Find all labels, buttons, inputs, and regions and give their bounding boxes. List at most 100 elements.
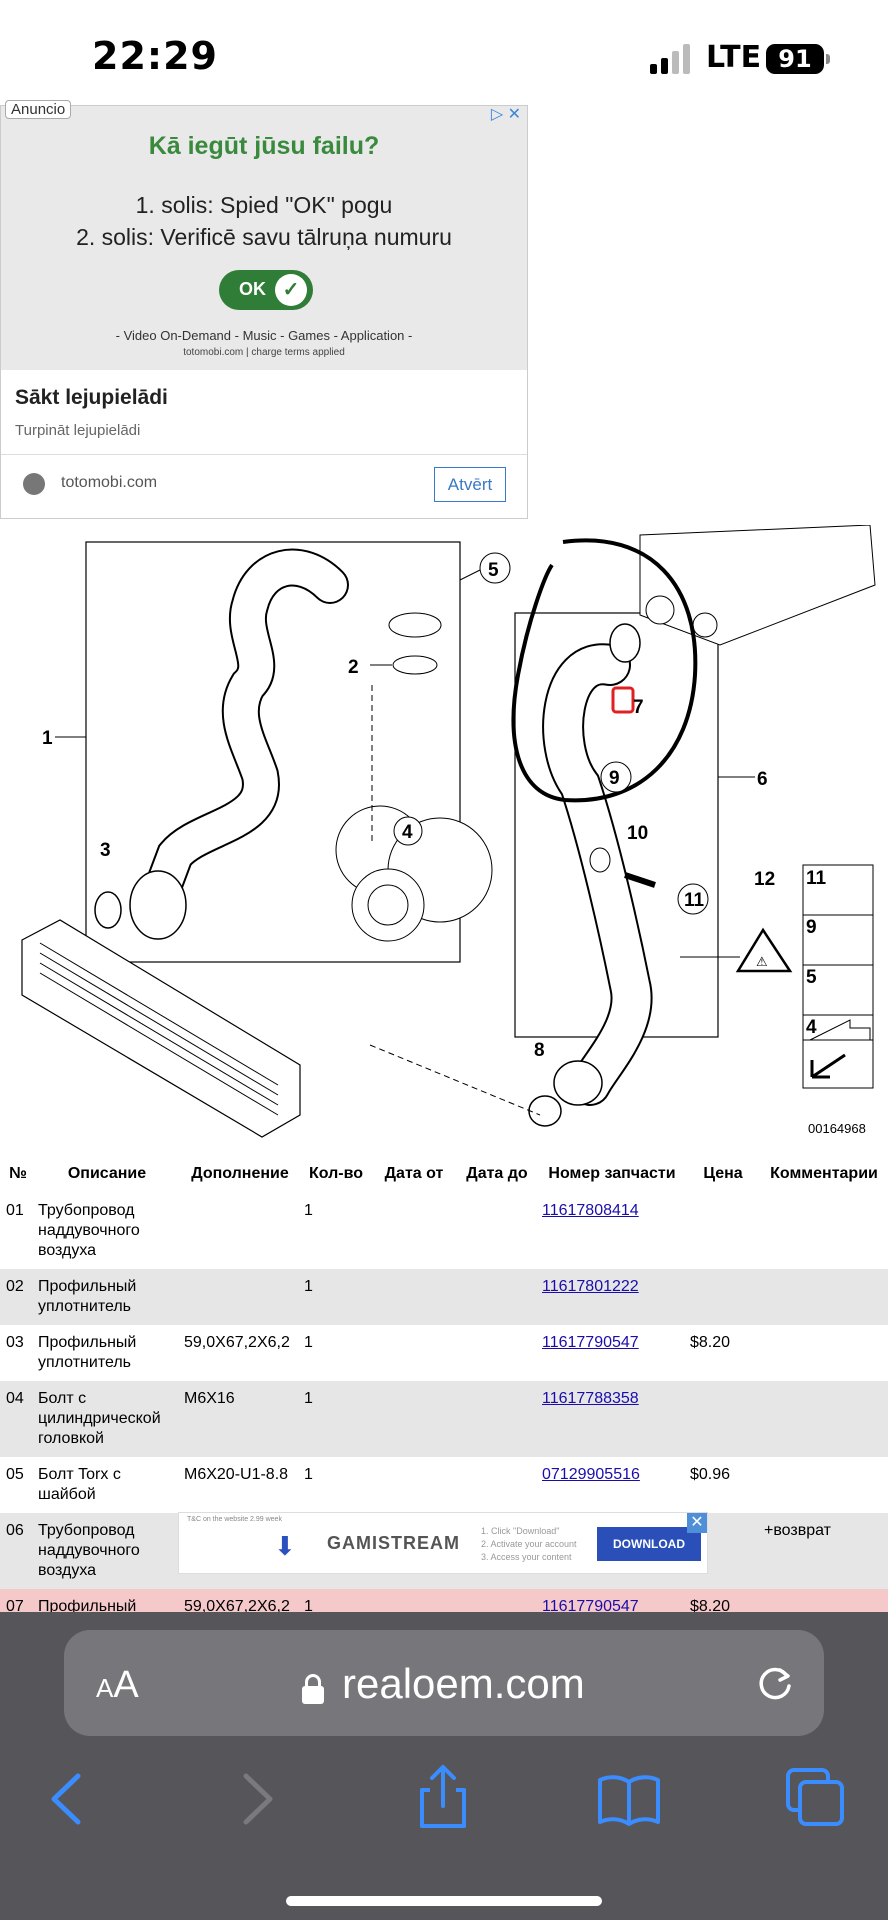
inline-ad-steps: 1. Click "Download" 2. Activate your acc… bbox=[481, 1525, 577, 1564]
cell-description: Болт Torx с шайбой bbox=[34, 1457, 180, 1513]
col-part-number: Номер запчасти bbox=[548, 1165, 676, 1182]
cell-addition bbox=[180, 1269, 300, 1325]
part-number-link[interactable]: 11617788358 bbox=[542, 1390, 639, 1407]
cell-date-from bbox=[372, 1269, 456, 1325]
legend-label-9: 9 bbox=[806, 917, 817, 938]
cell-description: Болт с цилиндрической головкой bbox=[34, 1381, 180, 1457]
lock-icon bbox=[302, 1674, 324, 1704]
part-number-link[interactable]: 11617801222 bbox=[542, 1278, 639, 1295]
ad-step-2: 2. solis: Verificē savu tālruņa numuru bbox=[76, 224, 452, 250]
status-bar: 22:29 LTE 91 bbox=[0, 0, 888, 110]
part-number-link[interactable]: 11617790547 bbox=[542, 1598, 639, 1615]
col-addition: Дополнение bbox=[191, 1165, 289, 1182]
back-icon[interactable] bbox=[30, 1762, 100, 1832]
cell-date-to bbox=[456, 1193, 538, 1269]
diagram-label-11: 11 bbox=[684, 890, 705, 911]
cell-comment bbox=[760, 1325, 888, 1381]
address-bar[interactable]: AA realoem.com bbox=[64, 1630, 824, 1736]
cell-price bbox=[686, 1381, 760, 1457]
cell-addition: M6X20-U1-8.8 bbox=[180, 1457, 300, 1513]
cell-description: Трубопровод наддувочного воздуха bbox=[34, 1513, 180, 1589]
diagram-label-9: 9 bbox=[609, 768, 620, 789]
cell-addition bbox=[180, 1193, 300, 1269]
warning-icon: ⚠ bbox=[756, 954, 768, 969]
inline-ad-step: 1. Click "Download" bbox=[481, 1526, 560, 1536]
table-row: 05 Болт Torx с шайбой M6X20-U1-8.8 1 071… bbox=[0, 1457, 888, 1513]
cell-date-from bbox=[372, 1381, 456, 1457]
bookmarks-icon[interactable] bbox=[594, 1762, 664, 1832]
part-number-link[interactable]: 07129905516 bbox=[542, 1466, 640, 1483]
cell-date-from bbox=[372, 1193, 456, 1269]
cell-comment bbox=[760, 1381, 888, 1457]
table-header-row: № Описание Дополнение Кол-во Дата от Дат… bbox=[0, 1155, 888, 1193]
ad-banner[interactable]: Anuncio ▷ ✕ Kā iegūt jūsu failu? 1. soli… bbox=[0, 100, 528, 519]
battery-tip bbox=[826, 54, 830, 64]
cell-no: 04 bbox=[0, 1381, 34, 1457]
ad-services: - Video On-Demand - Music - Games - Appl… bbox=[115, 328, 413, 343]
diagram-label-5: 5 bbox=[488, 560, 499, 581]
ad-creative[interactable]: Anuncio ▷ ✕ Kā iegūt jūsu failu? 1. soli… bbox=[1, 100, 527, 370]
cell-quantity: 1 bbox=[300, 1381, 372, 1457]
share-icon[interactable] bbox=[408, 1762, 478, 1832]
table-row: 04 Болт с цилиндрической головкой M6X16 … bbox=[0, 1381, 888, 1457]
col-comments: Комментарии bbox=[770, 1165, 878, 1182]
cell-part-number: 11617788358 bbox=[538, 1381, 686, 1457]
check-icon: ✓ bbox=[275, 274, 307, 306]
cell-date-from bbox=[372, 1325, 456, 1381]
cell-no: 05 bbox=[0, 1457, 34, 1513]
cell-no: 02 bbox=[0, 1269, 34, 1325]
diagram-label-12: 12 bbox=[754, 869, 775, 890]
diagram-label-6: 6 bbox=[757, 769, 768, 790]
ad-cta-title[interactable]: Sākt lejupielādi bbox=[15, 386, 168, 409]
cell-comment bbox=[760, 1193, 888, 1269]
ad-close-icon[interactable]: ▷ ✕ bbox=[490, 106, 521, 123]
parts-diagram[interactable]: ⚠ 1 2 3 4 5 6 7 8 9 10 11 1 bbox=[0, 525, 888, 1145]
cell-part-number: 11617808414 bbox=[538, 1193, 686, 1269]
cell-comment bbox=[760, 1457, 888, 1513]
cell-addition: 59,0X67,2X6,2 bbox=[180, 1325, 300, 1381]
divider bbox=[1, 454, 527, 455]
forward-icon[interactable] bbox=[222, 1762, 292, 1832]
legend-label-11: 11 bbox=[806, 868, 827, 889]
legend-label-5: 5 bbox=[806, 967, 817, 988]
diagram-label-3: 3 bbox=[100, 840, 111, 861]
ad-open-button[interactable]: Atvērt bbox=[434, 467, 506, 502]
col-quantity: Кол-во bbox=[308, 1165, 364, 1182]
ad-domain: totomobi.com bbox=[61, 474, 158, 491]
cell-no: 01 bbox=[0, 1193, 34, 1269]
cell-date-to bbox=[456, 1457, 538, 1513]
part-number-link[interactable]: 11617808414 bbox=[542, 1202, 639, 1219]
diagram-label-10: 10 bbox=[627, 823, 648, 844]
cell-comment bbox=[760, 1269, 888, 1325]
url-text[interactable]: realoem.com bbox=[342, 1660, 585, 1707]
tabs-icon[interactable] bbox=[780, 1762, 850, 1832]
cell-no: 06 bbox=[0, 1513, 34, 1589]
diagram-label-2: 2 bbox=[348, 657, 359, 678]
col-number: № bbox=[9, 1165, 27, 1182]
cell-comment: +возврат bbox=[760, 1513, 888, 1589]
col-description: Описание bbox=[67, 1165, 147, 1182]
reader-settings-button[interactable]: AA bbox=[96, 1664, 139, 1706]
inline-ad-brand: GAMISTREAM bbox=[327, 1533, 460, 1553]
ad-ok-label: OK bbox=[239, 279, 266, 299]
ad-step-1: 1. solis: Spied "OK" pogu bbox=[135, 192, 393, 218]
inline-ad-terms: T&C on the website 2.99 week bbox=[187, 1516, 282, 1523]
part-number-link[interactable]: 11617790547 bbox=[542, 1334, 639, 1351]
cell-date-to bbox=[456, 1325, 538, 1381]
home-indicator[interactable] bbox=[286, 1896, 602, 1906]
close-icon[interactable]: ✕ bbox=[687, 1513, 707, 1533]
cell-addition: M6X16 bbox=[180, 1381, 300, 1457]
reload-icon[interactable] bbox=[754, 1662, 796, 1704]
clock: 22:29 bbox=[92, 34, 218, 78]
cell-description: Профильный уплотнитель bbox=[34, 1269, 180, 1325]
ad-ok-button[interactable]: OK ✓ bbox=[219, 270, 313, 310]
network-type: LTE bbox=[706, 40, 762, 75]
download-arrow-icon: ⬇ bbox=[274, 1531, 296, 1561]
inline-ad[interactable]: T&C on the website 2.99 week ⬇ GAMISTREA… bbox=[178, 1512, 708, 1574]
inline-ad-download-button[interactable]: DOWNLOAD bbox=[597, 1527, 701, 1561]
cell-description: Профильный уплотнитель bbox=[34, 1325, 180, 1381]
cell-quantity: 1 bbox=[300, 1193, 372, 1269]
browser-toolbar: AA realoem.com bbox=[0, 1612, 888, 1920]
table-row: 02 Профильный уплотнитель 1 11617801222 bbox=[0, 1269, 888, 1325]
cell-description: Трубопровод наддувочного воздуха bbox=[34, 1193, 180, 1269]
